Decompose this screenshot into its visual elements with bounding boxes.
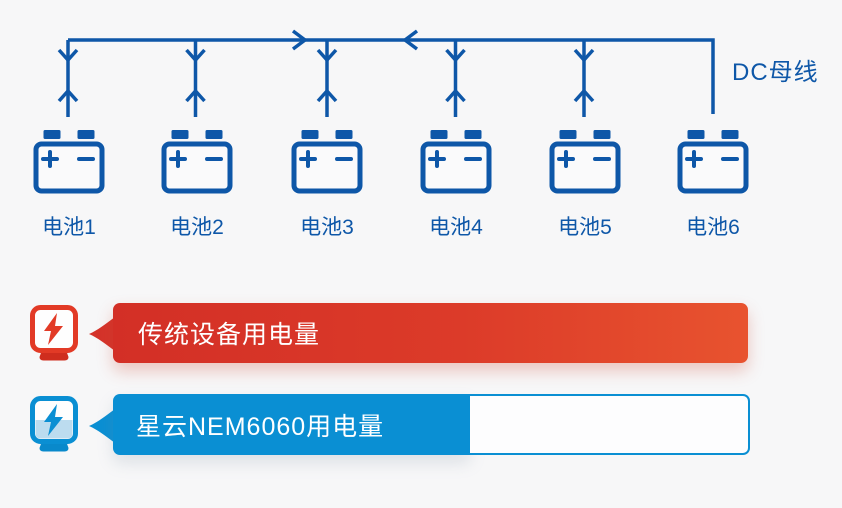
dc-bus-label: DC母线 bbox=[732, 59, 819, 86]
lightning-bolt-icon bbox=[44, 404, 63, 436]
arrow-up-icon bbox=[185, 88, 206, 103]
liquid-level bbox=[35, 420, 73, 439]
battery-unit: 电池5 bbox=[549, 130, 621, 241]
battery-icon bbox=[161, 130, 233, 194]
battery-unit: 电池6 bbox=[677, 130, 749, 241]
arrow-up-icon bbox=[57, 88, 79, 103]
arrow-right-icon bbox=[291, 29, 308, 51]
bar-nebula-remainder bbox=[470, 394, 750, 455]
battery-label: 电池5 bbox=[558, 216, 612, 239]
arrow-down-icon bbox=[57, 48, 79, 63]
battery-icon bbox=[420, 130, 492, 194]
bar-nebula-filled: 星云NEM6060用电量 bbox=[113, 394, 470, 455]
battery-icon bbox=[677, 130, 749, 194]
battery-icon bbox=[33, 130, 105, 194]
battery-label: 电池3 bbox=[300, 216, 354, 239]
battery-unit: 电池1 bbox=[33, 130, 105, 241]
bar-traditional-label: 传统设备用电量 bbox=[138, 321, 321, 349]
battery-label: 电池6 bbox=[686, 216, 740, 239]
charging-device-blue-icon bbox=[30, 396, 78, 452]
battery-unit: 电池4 bbox=[420, 130, 492, 241]
battery-label: 电池4 bbox=[429, 216, 483, 239]
arrow-up-icon bbox=[316, 88, 338, 103]
bubble-tail bbox=[89, 409, 115, 443]
dc-bus-line bbox=[68, 38, 715, 114]
charging-device-red-icon bbox=[30, 305, 78, 361]
arrow-left-icon bbox=[402, 29, 419, 51]
arrow-down-icon bbox=[316, 48, 338, 63]
battery-unit: 电池2 bbox=[161, 130, 233, 241]
arrow-down-icon bbox=[185, 48, 206, 63]
dc-bus-wiring bbox=[57, 29, 715, 117]
lightning-bolt-icon bbox=[44, 313, 63, 345]
battery-icon bbox=[291, 130, 363, 194]
legend-row-traditional: 传统设备用电量 bbox=[0, 303, 842, 363]
bar-traditional: 传统设备用电量 bbox=[113, 303, 748, 363]
arrow-up-icon bbox=[445, 88, 466, 103]
battery-unit: 电池3 bbox=[291, 130, 363, 241]
battery-label: 电池2 bbox=[170, 216, 224, 239]
arrow-up-icon bbox=[573, 88, 595, 103]
legend-row-nebula: 星云NEM6060用电量 bbox=[0, 394, 842, 455]
bar-nebula-label: 星云NEM6060用电量 bbox=[136, 412, 385, 441]
battery-label: 电池1 bbox=[42, 216, 96, 239]
battery-icon bbox=[549, 130, 621, 194]
bubble-tail bbox=[89, 317, 115, 351]
arrow-down-icon bbox=[445, 48, 466, 63]
arrow-down-icon bbox=[573, 48, 595, 63]
